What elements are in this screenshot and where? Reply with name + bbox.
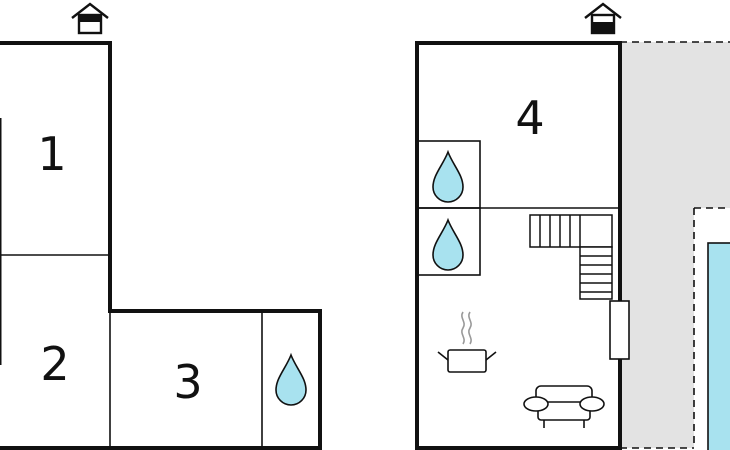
entrance-house-icon [71, 2, 109, 35]
water-drop-icon [432, 217, 464, 271]
pool [707, 242, 730, 450]
door [609, 300, 630, 360]
left-building [0, 41, 322, 450]
room-1-label: 1 [37, 127, 66, 181]
water-drop-icon [275, 352, 307, 406]
terrace-area [620, 41, 730, 449]
sofa-icon [523, 385, 605, 428]
entrance-house-icon [584, 2, 622, 35]
room-4-label: 4 [515, 91, 544, 145]
room-3-label: 3 [173, 355, 202, 409]
right-building [415, 41, 622, 450]
stairs-icon [529, 214, 613, 300]
water-drop-icon [432, 149, 464, 203]
cooking-pot-icon [437, 311, 497, 373]
room-2-label: 2 [40, 337, 69, 391]
